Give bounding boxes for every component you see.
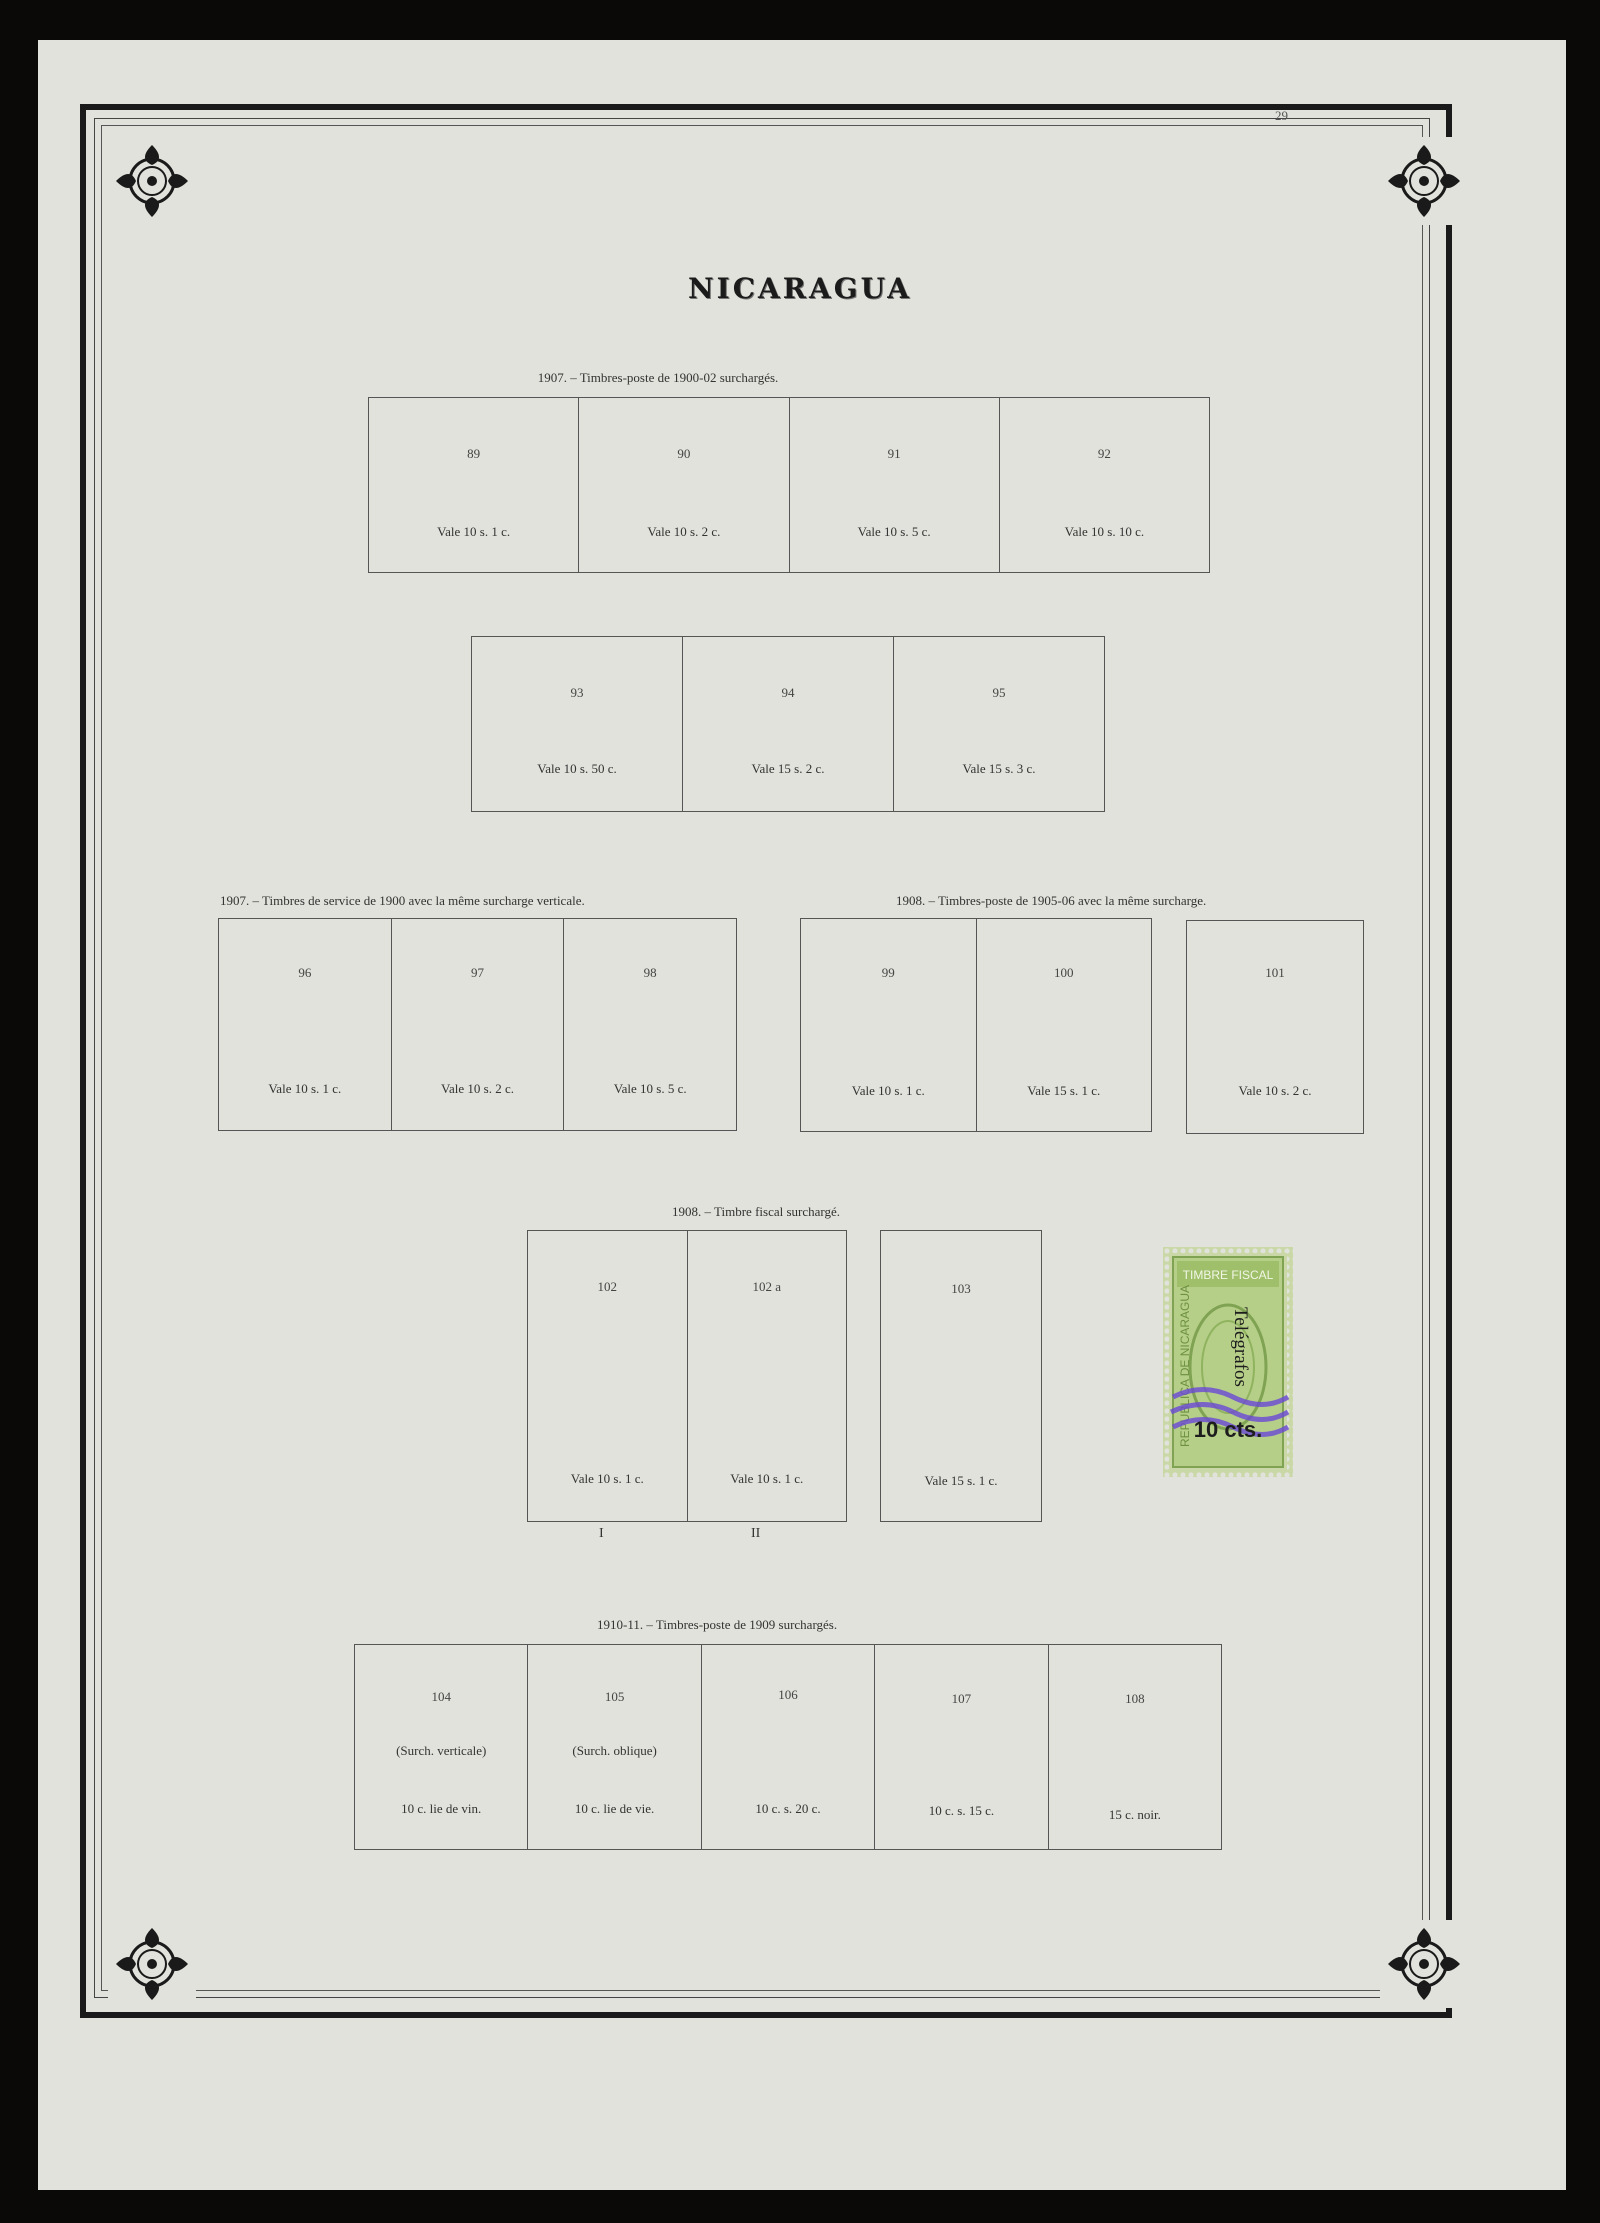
page-border-outer — [80, 104, 1452, 2018]
stamp-grid: 103 Vale 15 s. 1 c. — [880, 1230, 1042, 1522]
catalog-number: 104 — [431, 1689, 451, 1704]
stamp-grid: 101 Vale 10 s. 2 c. — [1186, 920, 1364, 1134]
corner-ornament-icon — [1380, 137, 1468, 225]
type-label: II — [751, 1526, 761, 1541]
stamp-grid: 102 Vale 10 s. 1 c. 102 a Vale 10 s. 1 c… — [527, 1230, 847, 1522]
stamp-top-text: TIMBRE FISCAL — [1183, 1268, 1274, 1282]
stamp-value: Vale 10 s. 10 c. — [1064, 524, 1145, 539]
stamp-space: 100 Vale 15 s. 1 c. — [977, 919, 1152, 1131]
page-number: 29 — [1275, 108, 1288, 123]
surcharge-note: (Surch. oblique) — [572, 1743, 657, 1758]
stamp-space: 103 Vale 15 s. 1 c. — [881, 1231, 1041, 1521]
stamp-value: Vale 15 s. 1 c. — [1027, 1083, 1101, 1098]
stamp-space: 95 Vale 15 s. 3 c. — [894, 637, 1104, 811]
catalog-number: 108 — [1125, 1691, 1145, 1706]
page-border-innermost — [101, 125, 1423, 1991]
type-label: I — [599, 1526, 604, 1541]
stamp-space: 108 15 c. noir. — [1049, 1645, 1221, 1849]
catalog-number: 105 — [604, 1689, 625, 1704]
catalog-number: 94 — [781, 685, 795, 700]
stamp-value: 10 c. lie de vie. — [574, 1801, 655, 1816]
stamp-value: Vale 10 s. 2 c. — [647, 524, 721, 539]
stamp-value: Vale 10 s. 1 c. — [268, 1081, 342, 1096]
catalog-number: 102 — [597, 1279, 618, 1294]
stamp-space: 102 Vale 10 s. 1 c. — [528, 1231, 688, 1521]
section-caption: 1908. – Timbres-poste de 1905-06 avec la… — [896, 893, 1207, 908]
catalog-number: 92 — [1097, 446, 1111, 461]
stamp-value: Vale 15 s. 2 c. — [751, 761, 825, 776]
section-caption: 1910-11. – Timbres-poste de 1909 surchar… — [597, 1617, 838, 1632]
stamp-space: 93 Vale 10 s. 50 c. — [472, 637, 683, 811]
stamp-space: 107 10 c. s. 15 c. — [875, 1645, 1049, 1849]
catalog-number: 96 — [298, 965, 312, 980]
stamp-overprint: Telégrafos — [1230, 1307, 1251, 1387]
stamp-value: 10 c. s. 20 c. — [755, 1801, 821, 1816]
corner-ornament-icon — [1380, 1920, 1468, 2008]
stamp-value: Vale 10 s. 5 c. — [857, 524, 931, 539]
section-caption: 1908. – Timbre fiscal surchargé. — [672, 1204, 841, 1219]
album-page — [38, 40, 1566, 2190]
stamp-space: 97 Vale 10 s. 2 c. — [392, 919, 565, 1130]
mounted-stamp: TIMBRE FISCAL REPUBLICA DE NICARAGUA Tel… — [1163, 1247, 1293, 1477]
stamp-value-overprint: 10 cts. — [1194, 1417, 1263, 1442]
catalog-number: 101 — [1265, 965, 1285, 980]
catalog-number: 98 — [643, 965, 657, 980]
stamp-space: 106 10 c. s. 20 c. — [702, 1645, 876, 1849]
stamp-value: Vale 15 s. 3 c. — [962, 761, 1036, 776]
catalog-number: 95 — [992, 685, 1006, 700]
catalog-number: 107 — [951, 1691, 972, 1706]
section-caption: 1907. – Timbres de service de 1900 avec … — [220, 893, 585, 908]
catalog-number: 106 — [778, 1687, 798, 1702]
stamp-value: Vale 10 s. 1 c. — [437, 524, 511, 539]
stamp-value: Vale 15 s. 1 c. — [924, 1473, 998, 1488]
stamp-value: Vale 10 s. 1 c. — [730, 1471, 804, 1486]
catalog-number: 103 — [951, 1281, 971, 1296]
stamp-value: 15 c. noir. — [1108, 1807, 1161, 1822]
stamp-value: Vale 10 s. 1 c. — [570, 1471, 644, 1486]
catalog-number: 100 — [1054, 965, 1074, 980]
stamp-space: 96 Vale 10 s. 1 c. — [219, 919, 392, 1130]
stamp-grid: 99 Vale 10 s. 1 c. 100 Vale 15 s. 1 c. — [800, 918, 1152, 1132]
stamp-space: 94 Vale 15 s. 2 c. — [683, 637, 894, 811]
stamp-grid: 89 Vale 10 s. 1 c. 90 Vale 10 s. 2 c. 91… — [368, 397, 1210, 573]
catalog-number: 89 — [467, 446, 481, 461]
catalog-number: 93 — [570, 685, 584, 700]
catalog-number: 102 a — [752, 1279, 782, 1294]
page-title: NICARAGUA — [688, 272, 912, 305]
stamp-space: 101 Vale 10 s. 2 c. — [1187, 921, 1363, 1133]
stamp-value: Vale 10 s. 2 c. — [1238, 1083, 1312, 1098]
stamp-grid: 104 (Surch. verticale) 10 c. lie de vin.… — [354, 1644, 1222, 1850]
corner-ornament-icon — [108, 1920, 196, 2008]
catalog-number: 91 — [887, 446, 901, 461]
section-caption: 1907. – Timbres-poste de 1900-02 surchar… — [537, 370, 779, 385]
stamp-space: 105 (Surch. oblique) 10 c. lie de vie. — [528, 1645, 702, 1849]
stamp-value: 10 c. s. 15 c. — [928, 1803, 995, 1818]
stamp-space: 98 Vale 10 s. 5 c. — [564, 919, 736, 1130]
stamp-grid: 96 Vale 10 s. 1 c. 97 Vale 10 s. 2 c. 98… — [218, 918, 737, 1131]
surcharge-note: (Surch. verticale) — [396, 1743, 487, 1758]
stamp-space: 92 Vale 10 s. 10 c. — [1000, 398, 1209, 572]
catalog-number: 90 — [677, 446, 691, 461]
catalog-number: 97 — [471, 965, 484, 980]
stamp-value: Vale 10 s. 1 c. — [851, 1083, 925, 1098]
corner-ornament-icon — [108, 137, 196, 225]
stamp-space: 104 (Surch. verticale) 10 c. lie de vin. — [355, 1645, 529, 1849]
stamp-space: 89 Vale 10 s. 1 c. — [369, 398, 580, 572]
stamp-space: 102 a Vale 10 s. 1 c. — [688, 1231, 847, 1521]
stamp-value: 10 c. lie de vin. — [401, 1801, 482, 1816]
page-border-inner — [94, 118, 1430, 1998]
stamp-value: Vale 10 s. 5 c. — [613, 1081, 687, 1096]
stamp-value: Vale 10 s. 2 c. — [441, 1081, 514, 1096]
stamp-grid: 93 Vale 10 s. 50 c. 94 Vale 15 s. 2 c. 9… — [471, 636, 1105, 812]
stamp-space: 99 Vale 10 s. 1 c. — [801, 919, 977, 1131]
stamp-space: 90 Vale 10 s. 2 c. — [579, 398, 790, 572]
stamp-space: 91 Vale 10 s. 5 c. — [790, 398, 1000, 572]
stamp-value: Vale 10 s. 50 c. — [537, 761, 617, 776]
catalog-number: 99 — [881, 965, 895, 980]
